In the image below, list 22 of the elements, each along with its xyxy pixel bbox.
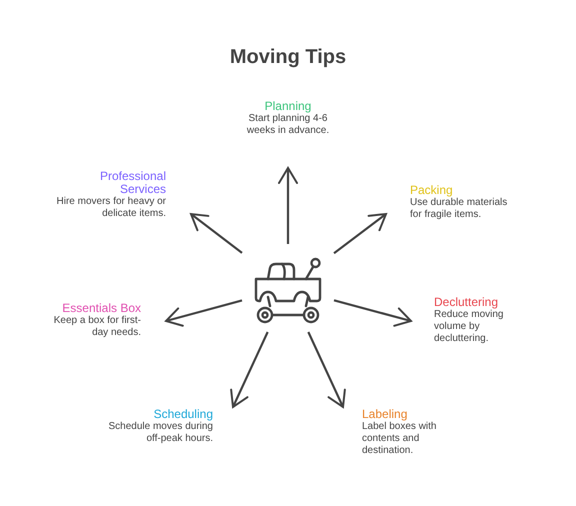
tip-heading: Decluttering (434, 296, 500, 309)
arrow (334, 299, 412, 327)
tip-heading: Scheduling (152, 408, 213, 421)
tip-heading: Labeling (362, 408, 408, 421)
arrow (165, 299, 242, 327)
tip-heading: Planning (264, 100, 312, 113)
arrow (333, 213, 387, 254)
arrow (307, 332, 346, 408)
arrow (190, 213, 243, 254)
diagram-title: Moving Tips (228, 46, 348, 69)
arrow (230, 332, 269, 408)
tip-description: Label boxes with contents and destination. (362, 421, 438, 457)
tip-description: Keep a box for first-day needs. (52, 315, 141, 339)
tip-description: Hire movers for heavy or delicate items. (56, 196, 166, 220)
tip-description: Use durable materials for fragile items. (410, 197, 508, 221)
tip-description: Schedule moves during off-peak hours. (108, 421, 213, 445)
tip-description: Start planning 4-6 weeks in advance. (246, 113, 330, 137)
tip-heading: Packing (410, 184, 454, 197)
tip-heading: Essentials Box (61, 302, 141, 315)
tip-description: Reduce moving volume by decluttering. (434, 309, 504, 345)
arrow (278, 167, 298, 244)
tip-heading: Professional Services (98, 170, 166, 196)
